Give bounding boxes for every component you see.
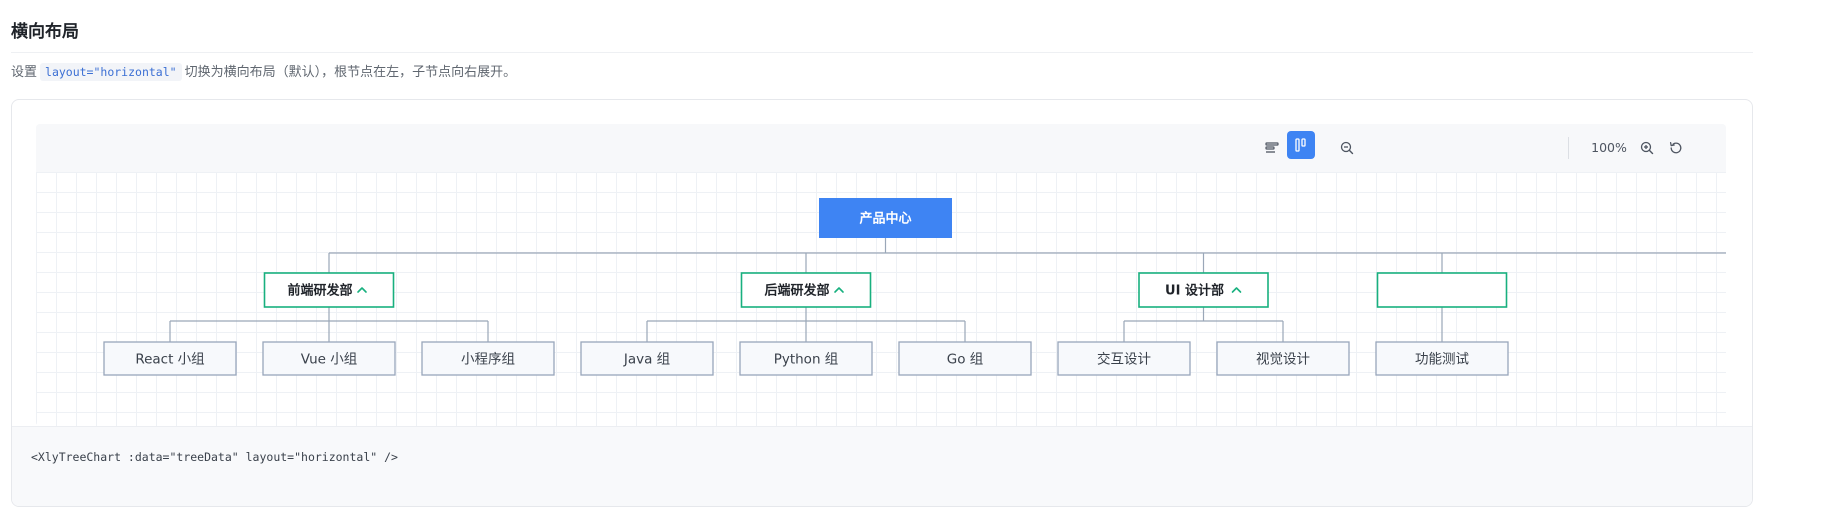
leaf-node[interactable] [421,341,555,376]
chevron-up-icon[interactable] [357,287,367,293]
toolbar-divider [1568,137,1569,159]
description-prefix: 设置 [11,65,38,80]
root-node[interactable] [819,198,952,238]
leaf-node-label: 小程序组 [461,352,515,368]
leaf-node-label: Go 组 [947,352,984,368]
chevron-up-icon[interactable] [834,287,844,293]
leaf-node[interactable] [103,341,237,376]
leaf-node[interactable] [1057,341,1191,376]
department-node[interactable] [1138,272,1269,308]
layout-horizontal-button[interactable] [1287,131,1315,159]
zoom-in-icon [1640,141,1654,155]
department-node-label: UI 设计部 [1165,283,1224,299]
leaf-node-label: 交互设计 [1097,351,1151,368]
chart-toolbar: 100% [36,124,1726,172]
department-node[interactable] [740,272,872,308]
layout-horizontal-icon [1295,138,1306,152]
department-node-label: 前端研发部 [287,283,352,299]
department-node[interactable] [1376,272,1508,308]
leaf-node-label: Vue 小组 [301,352,357,368]
leaf-node-label: 功能测试 [1415,352,1469,368]
leaf-node[interactable] [1375,341,1509,376]
reset-button[interactable] [1662,134,1690,162]
leaf-node-label: Python 组 [774,352,839,368]
leaf-node[interactable] [739,341,873,376]
code-example: <XlyTreeChart :data="treeData" layout="h… [31,450,398,464]
chevron-up-icon[interactable] [1231,287,1242,293]
layout-vertical-icon [1265,142,1279,153]
tree-chart-canvas[interactable]: 100% 产品中心前端研发部 React 小组 Vue 小组 小程序组 后端研发部 Jav… [36,124,1726,426]
leaf-node[interactable] [898,341,1032,376]
divider [11,52,1753,53]
description-suffix: 切换为横向布局（默认），根节点在左，子节点向右展开。 [184,65,517,80]
department-node[interactable] [263,272,395,308]
demo-card: 100% 产品中心前端研发部 React 小组 Vue 小组 小程序组 后端研发部 Jav… [11,99,1753,507]
leaf-node-label: Java 组 [623,352,670,368]
leaf-node[interactable] [1216,341,1350,376]
leaf-node[interactable] [262,341,396,376]
inline-code: layout="horizontal" [40,63,182,81]
leaf-node-label: React 小组 [135,352,204,368]
zoom-out-icon [1340,141,1354,155]
reset-icon [1669,141,1682,154]
zoom-in-button[interactable] [1633,134,1661,162]
layout-vertical-button[interactable] [1258,134,1286,162]
zoom-level: 100% [1591,140,1627,155]
section-title: 横向布局 [11,22,79,42]
department-node-label: 后端研发部 [764,283,829,299]
code-example-bar: <XlyTreeChart :data="treeData" layout="h… [12,426,1752,506]
zoom-out-button[interactable] [1333,134,1361,162]
leaf-node-label: 视觉设计 [1256,352,1310,368]
leaf-node[interactable] [580,341,714,376]
root-node-label: 产品中心 [859,211,911,227]
